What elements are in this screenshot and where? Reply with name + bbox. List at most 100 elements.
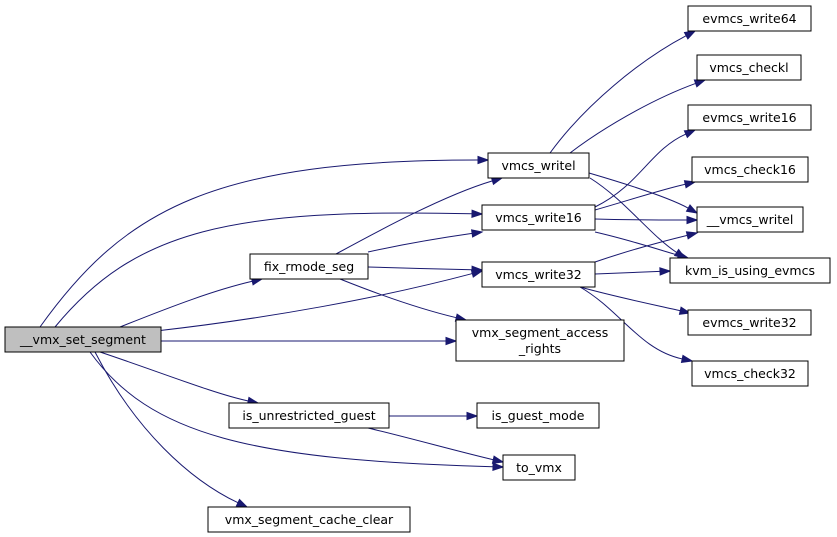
node-box — [687, 5, 812, 32]
node-vmcs-checkl[interactable]: vmcs_checkl — [696, 54, 802, 81]
node-evmcs-write16[interactable]: evmcs_write16 — [687, 104, 812, 131]
node-to-vmx[interactable]: to_vmx — [502, 454, 576, 481]
edge-line — [594, 218, 688, 221]
edge-n0-to-n1 — [39, 155, 490, 328]
node-vmx-segment-access-rights[interactable]: vmx_segment_access_rights — [455, 319, 625, 362]
node-box — [481, 261, 596, 288]
node-box — [4, 326, 162, 353]
edge-line — [594, 231, 679, 256]
node-label: __vmx_set_segment — [19, 332, 146, 347]
node-kvm-is-using-evmcs[interactable]: kvm_is_using_evmcs — [669, 257, 831, 284]
edge-line — [367, 427, 494, 461]
edge-n3-to-n5 — [339, 278, 468, 322]
node-vmx-segment-cache-clear[interactable]: vmx_segment_cache_clear — [207, 506, 411, 533]
node-box — [249, 253, 369, 280]
node-box — [455, 319, 625, 362]
edge-line — [155, 273, 473, 332]
edge-n4-to-n14 — [594, 231, 699, 263]
node-vmcs-write32[interactable]: vmcs_write32 — [481, 261, 596, 288]
arrowhead — [491, 455, 505, 464]
edge-n3-to-n4 — [367, 265, 484, 275]
node-layer: __vmx_set_segment vmcs_writel vmcs_write16… — [4, 5, 831, 533]
node-label: is_guest_mode — [492, 408, 585, 423]
edge-line — [569, 82, 696, 154]
node-vmx-set-segment[interactable]: __vmx_set_segment — [4, 326, 162, 353]
edge-line — [549, 35, 687, 154]
edge-line — [594, 234, 688, 263]
arrowhead — [683, 30, 697, 40]
edge-n0-to-n2 — [54, 209, 484, 328]
edge-line — [594, 183, 686, 211]
edge-n2-to-n13 — [594, 180, 697, 211]
node-label: evmcs_write64 — [702, 11, 796, 26]
arrowhead — [492, 462, 505, 472]
node-vmcs-check32[interactable]: vmcs_check32 — [691, 360, 809, 387]
edge-n4-to-n17 — [579, 286, 694, 364]
node-label: vmcs_write32 — [495, 267, 582, 282]
arrowhead — [685, 204, 699, 214]
arrowhead — [445, 336, 458, 346]
node-label: vmx_segment_access — [472, 325, 608, 340]
edge-n4-to-n16 — [579, 286, 692, 315]
node-vmcs-writel[interactable]: vmcs_writel — [487, 152, 590, 179]
node-evmcs-write64[interactable]: evmcs_write64 — [687, 5, 812, 32]
node-box — [687, 104, 812, 131]
node-label: vmcs_checkl — [709, 60, 788, 75]
node-label: vmcs_check32 — [704, 366, 796, 381]
edge-n1-to-n14 — [588, 172, 699, 214]
arrowhead — [235, 498, 249, 508]
node-vmcs-writel[interactable]: __vmcs_writel — [696, 206, 804, 233]
edge-line — [579, 286, 683, 360]
edge-line — [339, 278, 457, 319]
edge-n1-to-n15 — [589, 177, 687, 259]
node-label: to_vmx — [516, 460, 562, 475]
arrowhead — [477, 155, 490, 165]
arrowhead — [678, 306, 692, 315]
node-label: is_unrestricted_guest — [242, 408, 375, 423]
edge-n6-to-n7 — [388, 411, 479, 421]
node-label: vmcs_writel — [501, 158, 575, 173]
node-label: vmcs_check16 — [704, 162, 796, 177]
node-evmcs-write32[interactable]: evmcs_write32 — [687, 309, 812, 336]
node-label: _rights — [518, 341, 561, 356]
edge-line — [579, 286, 681, 312]
edge-line — [94, 351, 239, 504]
arrowhead — [686, 215, 699, 225]
edge-line — [367, 232, 473, 253]
arrowhead — [680, 354, 694, 364]
node-box — [502, 454, 576, 481]
edge-line — [89, 351, 494, 468]
edge-line — [594, 270, 661, 275]
node-label: evmcs_write32 — [702, 315, 796, 330]
edge-n0-to-n8 — [89, 351, 505, 472]
node-label: __vmcs_writel — [706, 212, 794, 227]
arrowhead — [471, 265, 484, 275]
node-is-unrestricted-guest[interactable]: is_unrestricted_guest — [228, 402, 390, 429]
node-fix-rmode-seg[interactable]: fix_rmode_seg — [249, 253, 369, 280]
edge-line — [335, 180, 493, 255]
node-box — [481, 204, 596, 231]
edge-line — [39, 159, 479, 328]
arrowhead — [693, 79, 707, 88]
edge-line — [589, 177, 677, 253]
node-box — [691, 156, 809, 183]
arrowhead — [471, 209, 484, 219]
node-label: evmcs_write16 — [702, 110, 796, 125]
edge-layer — [39, 30, 707, 508]
edge-n0-to-n5 — [160, 336, 458, 346]
edge-line — [594, 133, 687, 208]
node-vmcs-write16[interactable]: vmcs_write16 — [481, 204, 596, 231]
edge-n1-to-n10 — [549, 30, 697, 154]
edge-line — [588, 172, 689, 209]
edge-line — [99, 351, 249, 402]
node-is-guest-mode[interactable]: is_guest_mode — [476, 402, 600, 429]
node-vmcs-check16[interactable]: vmcs_check16 — [691, 156, 809, 183]
arrowhead — [470, 229, 484, 238]
edge-line — [367, 266, 473, 271]
edge-n4-to-n15 — [594, 267, 672, 276]
node-box — [696, 54, 802, 81]
edge-n0-to-n9 — [94, 351, 249, 508]
arrowhead — [685, 231, 699, 240]
edge-n6-to-n8 — [367, 427, 505, 464]
node-label: vmcs_write16 — [495, 210, 582, 225]
